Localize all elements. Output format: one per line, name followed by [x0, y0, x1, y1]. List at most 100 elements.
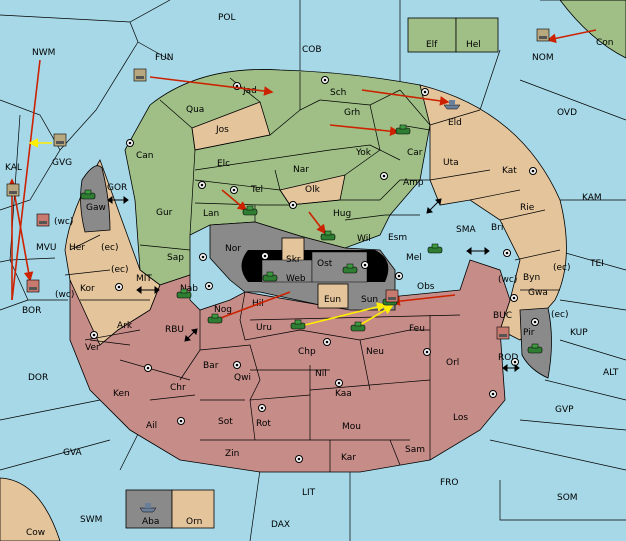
- army-icon[interactable]: [342, 263, 358, 274]
- svg-text:Obs: Obs: [417, 282, 435, 292]
- svg-text:Lan: Lan: [203, 209, 219, 219]
- svg-text:Gur: Gur: [156, 208, 173, 218]
- svg-text:Elc: Elc: [217, 159, 230, 169]
- svg-text:KAM: KAM: [582, 193, 602, 203]
- svg-text:SWM: SWM: [80, 515, 102, 525]
- svg-text:Sun: Sun: [361, 295, 378, 305]
- army-icon[interactable]: [527, 343, 543, 354]
- svg-text:GVP: GVP: [555, 405, 574, 415]
- army-icon[interactable]: [320, 230, 336, 241]
- svg-text:Ost: Ost: [317, 259, 333, 269]
- army-icon[interactable]: [80, 189, 96, 200]
- army-icon[interactable]: [290, 319, 306, 330]
- region-Hel[interactable]: [455, 17, 499, 53]
- svg-text:MVU: MVU: [36, 243, 57, 253]
- support-orders: [28, 138, 394, 326]
- svg-text:Wil: Wil: [357, 234, 371, 244]
- svg-text:Esm: Esm: [388, 233, 407, 243]
- fleet-icon[interactable]: [496, 326, 510, 340]
- svg-text:NOM: NOM: [532, 53, 554, 63]
- svg-text:(ec): (ec): [111, 265, 129, 275]
- svg-text:Can: Can: [136, 151, 154, 161]
- army-icon[interactable]: [395, 124, 411, 135]
- svg-text:Kat: Kat: [502, 166, 517, 176]
- svg-text:Bri: Bri: [491, 223, 503, 233]
- svg-text:Qua: Qua: [186, 105, 204, 115]
- fleet-icon[interactable]: [385, 289, 399, 303]
- army-icon[interactable]: [176, 288, 192, 299]
- svg-text:MIT: MIT: [136, 274, 152, 284]
- fleet-icon[interactable]: [36, 213, 50, 227]
- region-Pir[interactable]: [519, 307, 552, 379]
- region-Orn[interactable]: [171, 489, 215, 529]
- svg-text:KUP: KUP: [570, 328, 588, 338]
- svg-text:FUN: FUN: [155, 53, 174, 63]
- svg-text:KAL: KAL: [5, 163, 22, 173]
- svg-text:TEI: TEI: [589, 259, 604, 269]
- army-icon[interactable]: [242, 205, 258, 216]
- svg-text:FRO: FRO: [440, 478, 459, 488]
- svg-text:Grh: Grh: [344, 108, 360, 118]
- svg-text:Yok: Yok: [355, 148, 372, 158]
- svg-text:Uta: Uta: [443, 158, 459, 168]
- svg-text:ROD: ROD: [498, 353, 518, 363]
- army-icon[interactable]: [262, 271, 278, 282]
- units[interactable]: [6, 28, 550, 513]
- svg-text:NWM: NWM: [32, 48, 55, 58]
- region-Eun[interactable]: [317, 283, 349, 309]
- svg-text:SMA: SMA: [456, 225, 476, 235]
- svg-text:(ec): (ec): [551, 310, 569, 320]
- svg-text:Sam: Sam: [405, 445, 425, 455]
- region-Ost[interactable]: [311, 251, 368, 283]
- svg-text:Nor: Nor: [225, 244, 241, 254]
- svg-text:LIT: LIT: [302, 488, 316, 498]
- svg-text:Nil: Nil: [315, 369, 327, 379]
- fleet-icon[interactable]: [139, 503, 157, 513]
- svg-text:GVG: GVG: [52, 158, 72, 168]
- fleet-icon[interactable]: [133, 68, 147, 82]
- svg-text:Hel: Hel: [466, 40, 481, 50]
- svg-text:GOR: GOR: [107, 183, 127, 193]
- fleet-icon[interactable]: [443, 100, 461, 110]
- region-Gaw[interactable]: [80, 165, 111, 233]
- svg-text:Mel: Mel: [406, 253, 422, 263]
- svg-text:Byn: Byn: [523, 273, 540, 283]
- svg-text:Zin: Zin: [225, 449, 239, 459]
- svg-text:Ver: Ver: [85, 343, 100, 353]
- fleet-icon[interactable]: [53, 133, 67, 147]
- svg-text:Sch: Sch: [330, 88, 346, 98]
- labels: POL COB FUN NWM NOM Con OVD KAM TEI SMA …: [5, 13, 619, 538]
- svg-text:Jad: Jad: [242, 86, 257, 96]
- svg-text:Eld: Eld: [448, 118, 462, 128]
- svg-text:Her: Her: [69, 243, 85, 253]
- passage-arrows: [107, 196, 520, 372]
- svg-text:Tel: Tel: [250, 185, 263, 195]
- fleet-icon[interactable]: [536, 28, 550, 42]
- svg-text:Con: Con: [596, 38, 614, 48]
- svg-text:Sap: Sap: [167, 253, 184, 263]
- svg-text:COB: COB: [302, 45, 322, 55]
- army-icon[interactable]: [207, 313, 223, 324]
- svg-text:Eun: Eun: [324, 295, 341, 305]
- fleet-icon[interactable]: [6, 183, 20, 197]
- svg-text:ALT: ALT: [603, 368, 619, 378]
- svg-text:Hug: Hug: [333, 209, 351, 219]
- svg-text:Mou: Mou: [342, 422, 361, 432]
- army-icon[interactable]: [427, 243, 443, 254]
- fleet-icon[interactable]: [26, 279, 40, 293]
- svg-text:Nog: Nog: [214, 305, 232, 315]
- svg-text:Nar: Nar: [293, 165, 309, 175]
- svg-text:Amp: Amp: [403, 178, 424, 188]
- svg-text:Orl: Orl: [446, 358, 459, 368]
- svg-text:Gaw: Gaw: [86, 203, 106, 213]
- svg-text:Rie: Rie: [520, 203, 535, 213]
- move-orders: [7, 29, 597, 324]
- svg-text:OVD: OVD: [557, 108, 577, 118]
- svg-text:(ec): (ec): [101, 243, 119, 253]
- svg-text:BUC: BUC: [493, 311, 512, 321]
- land-east[interactable]: [419, 84, 567, 341]
- army-icon[interactable]: [350, 321, 366, 332]
- svg-text:Chp: Chp: [298, 347, 316, 357]
